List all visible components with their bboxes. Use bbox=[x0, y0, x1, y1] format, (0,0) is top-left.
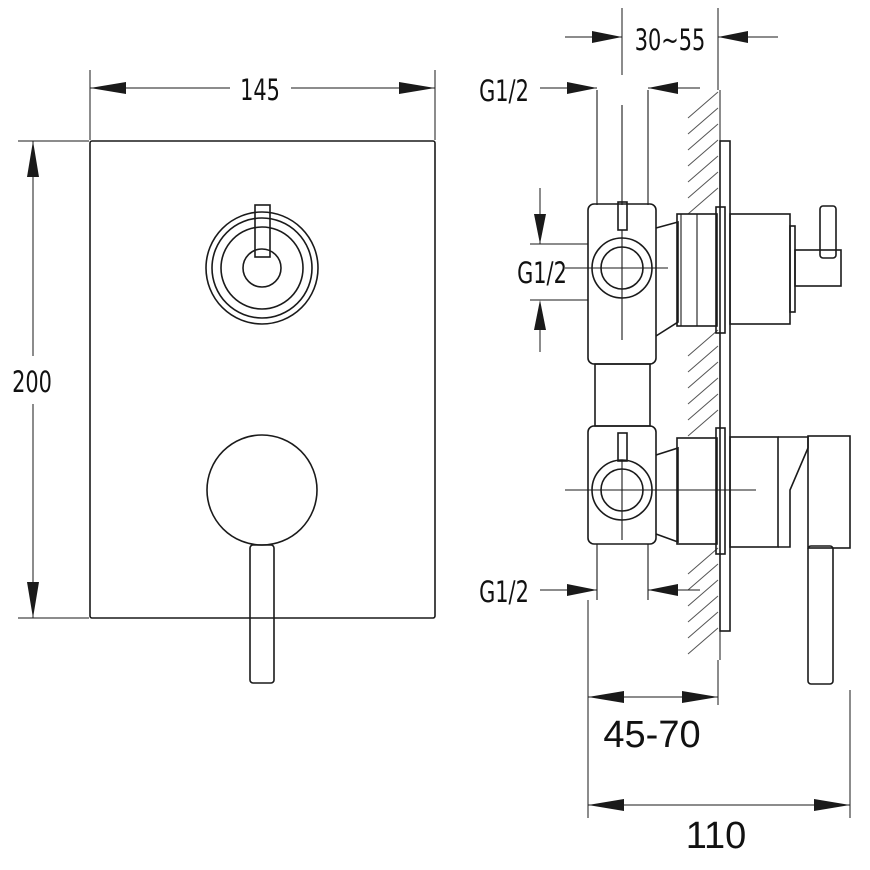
upper-valve-body bbox=[587, 201, 842, 365]
height-label: 200 bbox=[12, 366, 52, 399]
wall-hatch-line bbox=[687, 107, 719, 135]
width-dimension: 145 bbox=[89, 70, 436, 140]
wall-hatch-line bbox=[687, 329, 719, 357]
wall-hatch-line bbox=[687, 91, 719, 119]
installation-range-label: 30~55 bbox=[635, 24, 706, 57]
cover-plate-side bbox=[719, 140, 731, 632]
mixer-handle bbox=[206, 434, 318, 684]
installation-range-dimension: 30~55 bbox=[565, 8, 778, 90]
cover-plate bbox=[89, 140, 436, 619]
wall-hatch-line bbox=[687, 171, 719, 199]
wall-hatch-line bbox=[687, 377, 719, 405]
wall-hatch-line bbox=[687, 409, 719, 437]
wall-hatch-line bbox=[687, 139, 719, 167]
total-depth-dimension: 110 bbox=[588, 690, 851, 857]
wall-hatch-line bbox=[687, 187, 719, 215]
wall-hatch-line bbox=[687, 611, 719, 639]
side-connection-dimension: G1/2 bbox=[517, 188, 588, 352]
bottom-connection-dimension: G1/2 bbox=[479, 576, 700, 609]
wall-hatch-line bbox=[687, 345, 719, 373]
wall-hatch-line bbox=[687, 579, 719, 607]
wall-hatch-line bbox=[687, 123, 719, 151]
wall-hatch-line bbox=[687, 393, 719, 421]
front-view bbox=[89, 140, 436, 684]
wall-hatch-line bbox=[687, 595, 719, 623]
wall-hatch-line bbox=[687, 547, 719, 575]
wall-hatch-line bbox=[687, 155, 719, 183]
wall-section bbox=[687, 90, 721, 660]
width-label: 145 bbox=[240, 74, 280, 107]
wall-hatch-line bbox=[687, 563, 719, 591]
diverter-knob bbox=[205, 204, 319, 325]
bottom-connection-label: G1/2 bbox=[479, 576, 529, 609]
lower-valve-body bbox=[587, 425, 851, 685]
top-connection-label: G1/2 bbox=[479, 75, 529, 108]
total-depth-label: 110 bbox=[686, 815, 747, 857]
height-dimension: 200 bbox=[12, 140, 89, 619]
side-view bbox=[565, 90, 851, 685]
side-connection-label: G1/2 bbox=[517, 257, 567, 290]
top-connection-dimension: G1/2 bbox=[479, 75, 700, 108]
wall-hatch-line bbox=[687, 361, 719, 389]
body-depth-dimension: 45-70 bbox=[587, 600, 719, 818]
body-depth-label: 45-70 bbox=[603, 714, 700, 756]
wall-hatch-line bbox=[687, 627, 719, 655]
